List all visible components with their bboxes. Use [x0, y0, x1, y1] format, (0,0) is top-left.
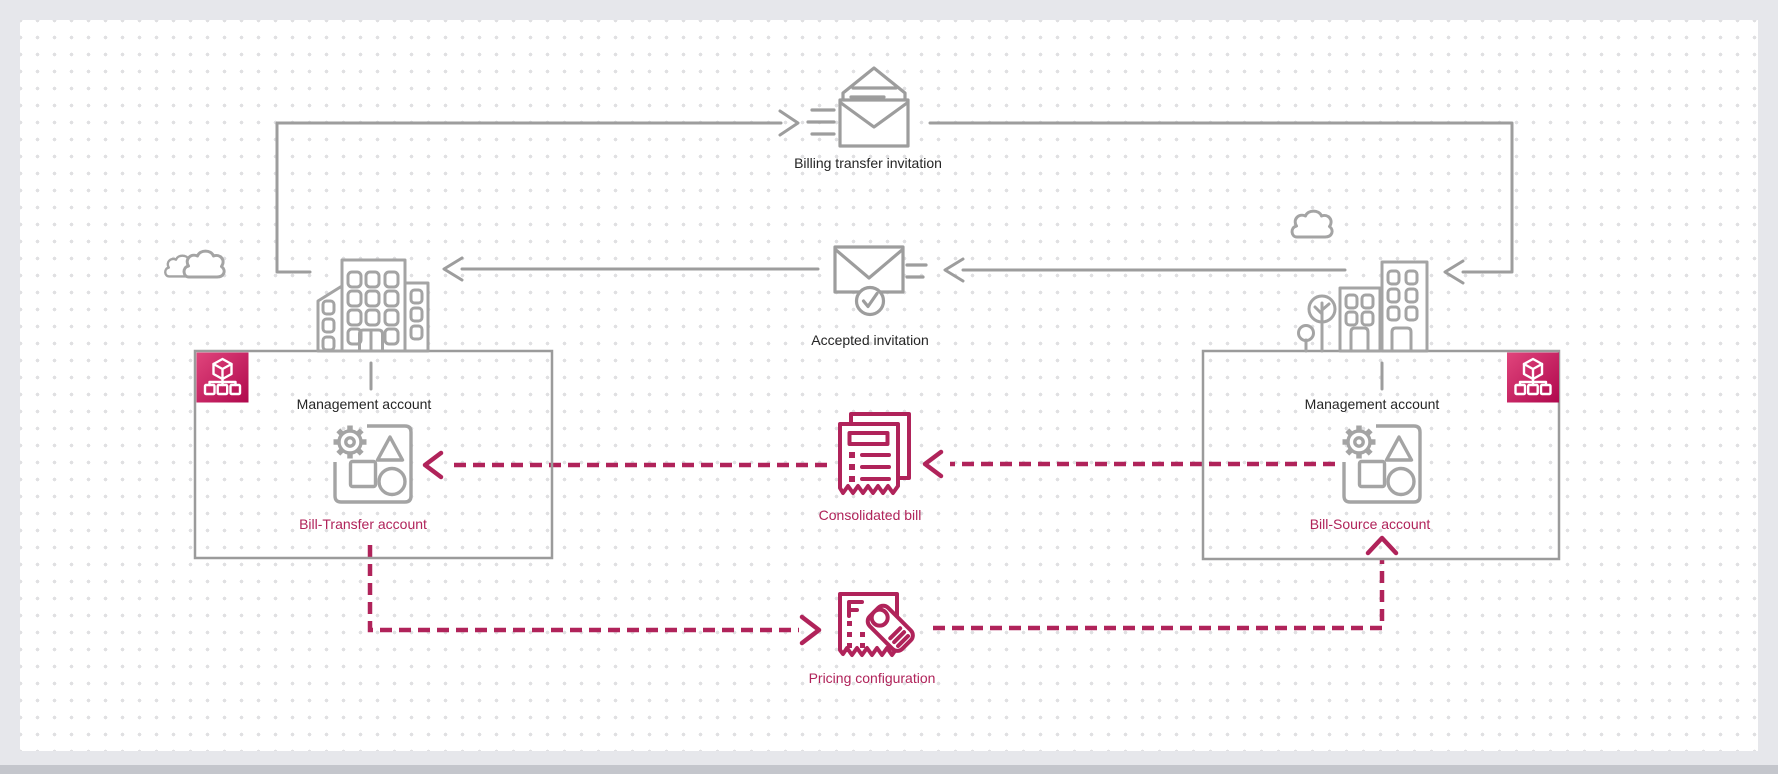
billing-transfer-invitation-label: Billing transfer invitation [794, 155, 942, 171]
receipt-price-tag-icon [838, 592, 915, 657]
consolidated-bill-flow-arrow [422, 449, 1335, 480]
bill-transfer-account-label: Bill-Transfer account [299, 516, 427, 532]
management-account-label-left: Management account [296, 396, 432, 412]
account-resources-icon [334, 426, 412, 503]
billing-invitation-flow-arrow [275, 109, 1514, 285]
cloud-icon [1290, 209, 1334, 239]
city-buildings-icon [316, 258, 430, 353]
account-resources-icon [1343, 426, 1421, 503]
management-account-label-right: Management account [1304, 396, 1440, 412]
aws-organizations-badge-icon [1507, 352, 1559, 403]
window-bottom-edge [0, 765, 1778, 774]
bill-source-account-label: Bill-Source account [1309, 516, 1431, 532]
accepted-invitation-label: Accepted invitation [811, 332, 929, 348]
bill-receipt-icon [838, 412, 911, 495]
cloud-icon [164, 249, 226, 279]
pricing-configuration-label: Pricing configuration [808, 670, 936, 686]
aws-organizations-badge-icon [196, 352, 249, 403]
pricing-configuration-flow-arrow [367, 535, 1399, 646]
consolidated-bill-label: Consolidated bill [818, 507, 922, 523]
city-buildings-icon [1297, 260, 1429, 353]
email-outgoing-icon [806, 66, 910, 148]
accepted-invitation-flow-arrow [442, 256, 1347, 283]
email-accepted-check-icon [833, 245, 928, 317]
